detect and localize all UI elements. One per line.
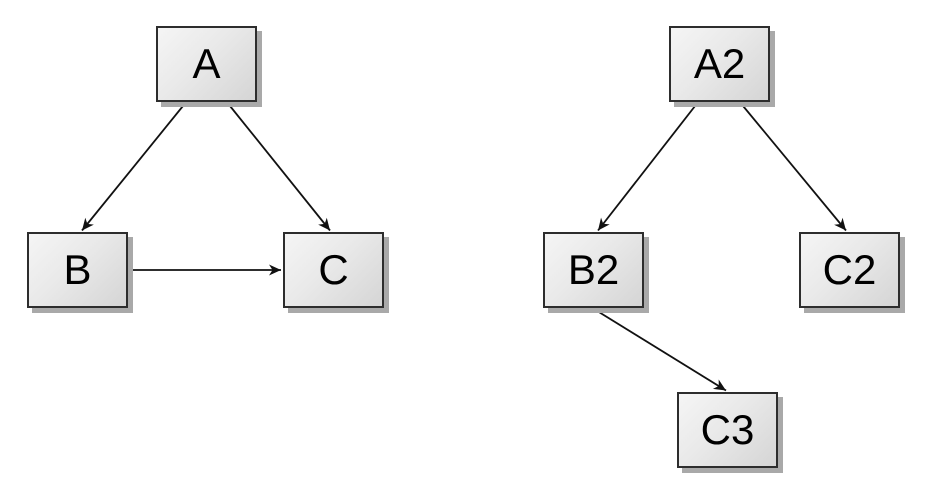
node-b2: B2 (543, 232, 644, 308)
node-c2-label: C2 (822, 246, 877, 293)
edge-a-c (227, 102, 331, 232)
node-c3-label: C3 (700, 406, 755, 453)
node-c3: C3 (677, 392, 778, 468)
edge-a2-c2 (740, 102, 847, 232)
edge-b2-c3 (593, 308, 727, 392)
node-a2: A2 (669, 26, 770, 102)
node-a-label: A (192, 40, 221, 87)
node-a: A (156, 26, 257, 102)
node-b2-label: B2 (567, 246, 620, 293)
node-a2-label: A2 (693, 40, 746, 87)
node-c: C (283, 232, 384, 308)
edge-a-b (81, 102, 186, 232)
node-c-label: C (318, 246, 349, 293)
node-b-label: B (63, 246, 92, 293)
node-c2: C2 (799, 232, 900, 308)
edge-a2-b2 (597, 102, 698, 232)
node-b: B (27, 232, 128, 308)
